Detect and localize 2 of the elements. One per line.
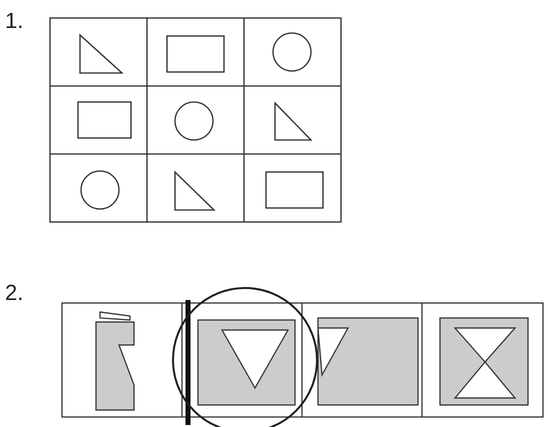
question-number: 1.	[5, 8, 24, 34]
question-number: 2.	[5, 280, 24, 306]
